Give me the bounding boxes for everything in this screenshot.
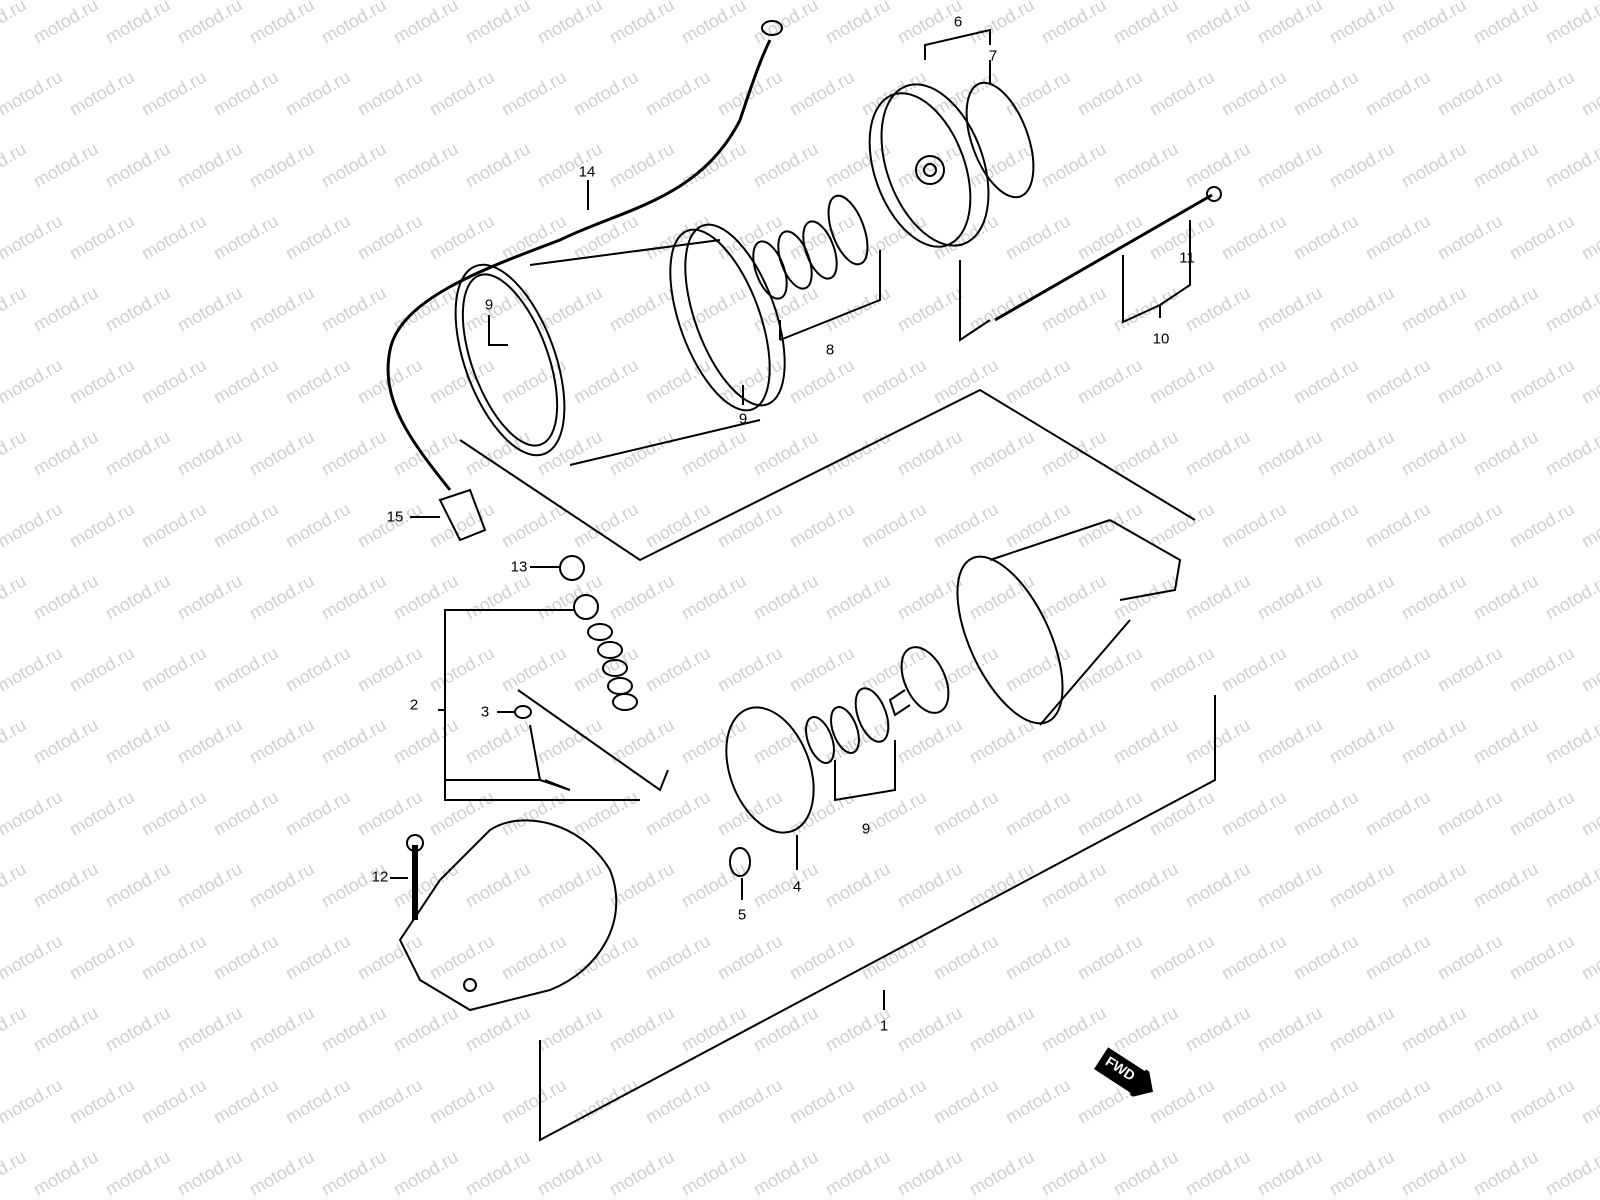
boot-part-15 xyxy=(438,488,487,542)
brush-holder-part-4 xyxy=(725,706,815,870)
terminal-kit-part-2 xyxy=(438,555,669,801)
forward-direction-badge: FWD xyxy=(1093,1046,1161,1105)
washer-set-part-8 xyxy=(752,194,881,341)
arrow-right-icon xyxy=(1093,1047,1153,1099)
part-number-label-7: 7 xyxy=(988,47,998,65)
washer-set-part-9-lower xyxy=(805,687,896,802)
cable-part-14 xyxy=(386,20,783,491)
bearing-part-5 xyxy=(729,847,751,900)
part-number-label-5: 5 xyxy=(737,906,747,924)
part-number-label-14: 14 xyxy=(578,163,596,181)
part-number-label-3: 3 xyxy=(480,703,490,721)
leader-line xyxy=(488,315,508,346)
part-number-label-6: 6 xyxy=(953,13,963,31)
part-number-label-13: 13 xyxy=(510,558,528,576)
armature xyxy=(888,519,1182,726)
part-number-label-9b: 9 xyxy=(738,410,748,428)
end-cover-part-6 xyxy=(868,28,1035,248)
part-number-label-1: 1 xyxy=(879,1017,889,1035)
front-end-housing xyxy=(390,819,618,1012)
yoke-housing xyxy=(454,223,786,466)
assembly-bracket-part-1 xyxy=(539,695,1216,1142)
through-bolt-part-10 xyxy=(994,186,1222,324)
o-ring-part-7 xyxy=(965,81,1035,199)
nut-part-13 xyxy=(559,555,585,581)
part-number-label-8: 8 xyxy=(825,341,835,359)
part-number-label-10: 10 xyxy=(1152,330,1170,348)
part-number-label-11: 11 xyxy=(1179,249,1195,267)
assembly-bracket xyxy=(459,388,1196,562)
washer-part-3 xyxy=(514,705,532,719)
part-number-label-9a: 9 xyxy=(484,296,494,314)
leader-line xyxy=(959,260,991,342)
part-number-label-15: 15 xyxy=(386,508,404,526)
part-number-label-12: 12 xyxy=(371,868,389,886)
part-number-label-4: 4 xyxy=(792,878,802,896)
part-number-label-9c: 9 xyxy=(861,820,871,838)
part-number-label-2: 2 xyxy=(409,696,419,714)
